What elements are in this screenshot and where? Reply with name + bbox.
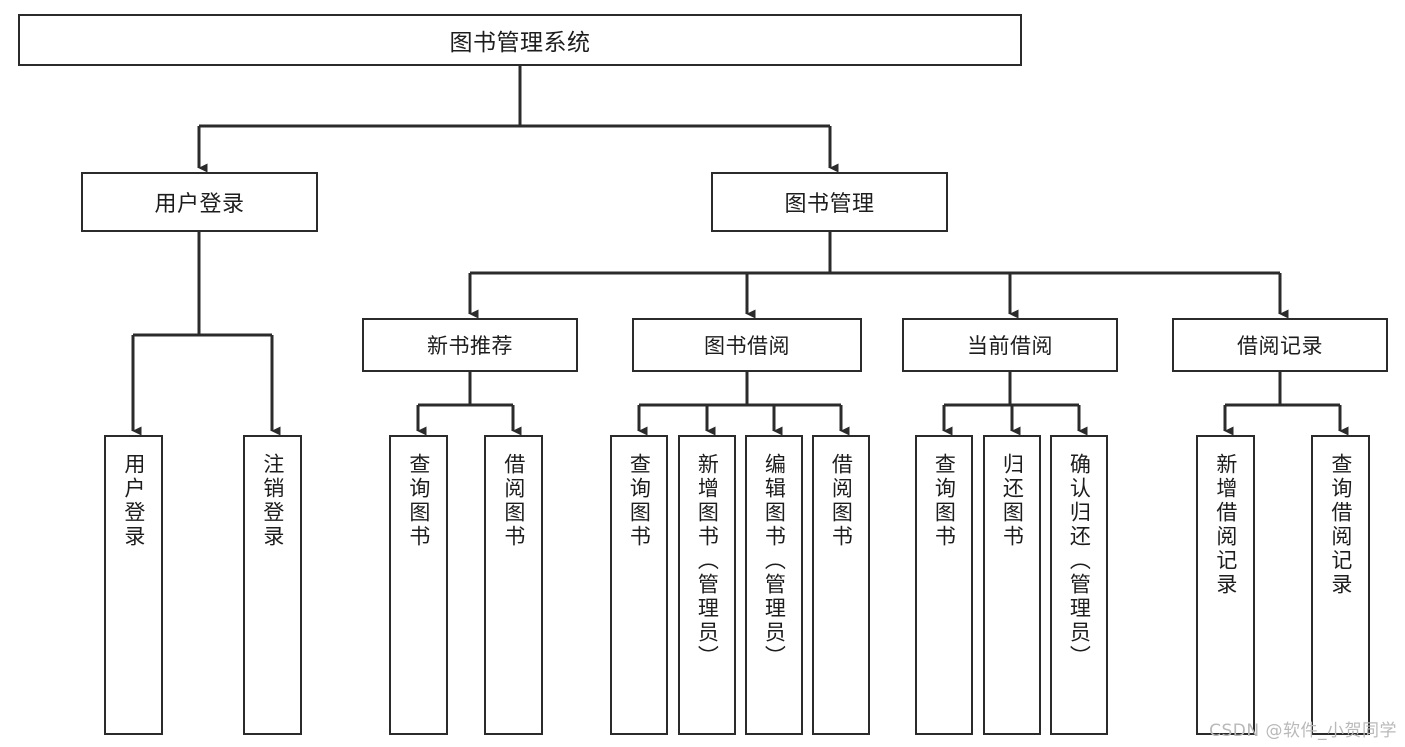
leaf-add-book-admin-label: 新增图书（管理员） [695,453,720,669]
node-user-login[interactable]: 用户登录 [81,172,318,232]
leaf-query-book-current-label: 查询图书 [932,453,957,549]
leaf-user-login[interactable]: 用户登录 [104,435,163,735]
node-user-login-label: 用户登录 [154,192,245,217]
leaf-query-book-borrow[interactable]: 查询图书 [610,435,668,735]
leaf-add-borrow-record-label: 新增借阅记录 [1213,453,1238,597]
node-borrow-record-label: 借阅记录 [1237,334,1323,358]
node-borrow-record[interactable]: 借阅记录 [1172,318,1388,372]
node-book-borrow-label: 图书借阅 [704,334,790,358]
leaf-query-borrow-record-label: 查询借阅记录 [1328,453,1353,597]
csdn-watermark: CSDN @软件_小贺同学 [1209,721,1397,741]
leaf-return-book-label: 归还图书 [1000,453,1025,549]
leaf-add-book-admin[interactable]: 新增图书（管理员） [678,435,736,735]
node-book-management-label: 图书管理 [784,192,875,217]
node-new-book-recommend-label: 新书推荐 [427,334,513,358]
leaf-query-book-borrow-label: 查询图书 [627,453,652,549]
leaf-query-borrow-record[interactable]: 查询借阅记录 [1311,435,1370,735]
leaf-query-book-recommend[interactable]: 查询图书 [389,435,448,735]
leaf-logout[interactable]: 注销登录 [243,435,302,735]
node-root-label: 图书管理系统 [449,30,591,56]
leaf-edit-book-admin-label: 编辑图书（管理员） [762,453,787,669]
leaf-return-book[interactable]: 归还图书 [983,435,1041,735]
node-new-book-recommend[interactable]: 新书推荐 [362,318,578,372]
leaf-borrow-book-recommend[interactable]: 借阅图书 [484,435,543,735]
node-root-system[interactable]: 图书管理系统 [18,14,1022,66]
node-current-borrow[interactable]: 当前借阅 [902,318,1118,372]
leaf-user-login-label: 用户登录 [121,453,146,549]
leaf-query-book-recommend-label: 查询图书 [406,453,431,549]
leaf-query-book-current[interactable]: 查询图书 [915,435,973,735]
leaf-borrow-book[interactable]: 借阅图书 [812,435,870,735]
leaf-borrow-book-label: 借阅图书 [829,453,854,549]
leaf-add-borrow-record[interactable]: 新增借阅记录 [1196,435,1255,735]
leaf-confirm-return-admin[interactable]: 确认归还（管理员） [1050,435,1108,735]
node-book-borrow[interactable]: 图书借阅 [632,318,862,372]
leaf-confirm-return-admin-label: 确认归还（管理员） [1067,453,1092,669]
node-book-management[interactable]: 图书管理 [711,172,948,232]
leaf-edit-book-admin[interactable]: 编辑图书（管理员） [745,435,803,735]
leaf-borrow-book-recommend-label: 借阅图书 [501,453,526,549]
node-current-borrow-label: 当前借阅 [967,334,1053,358]
leaf-logout-label: 注销登录 [260,453,285,549]
